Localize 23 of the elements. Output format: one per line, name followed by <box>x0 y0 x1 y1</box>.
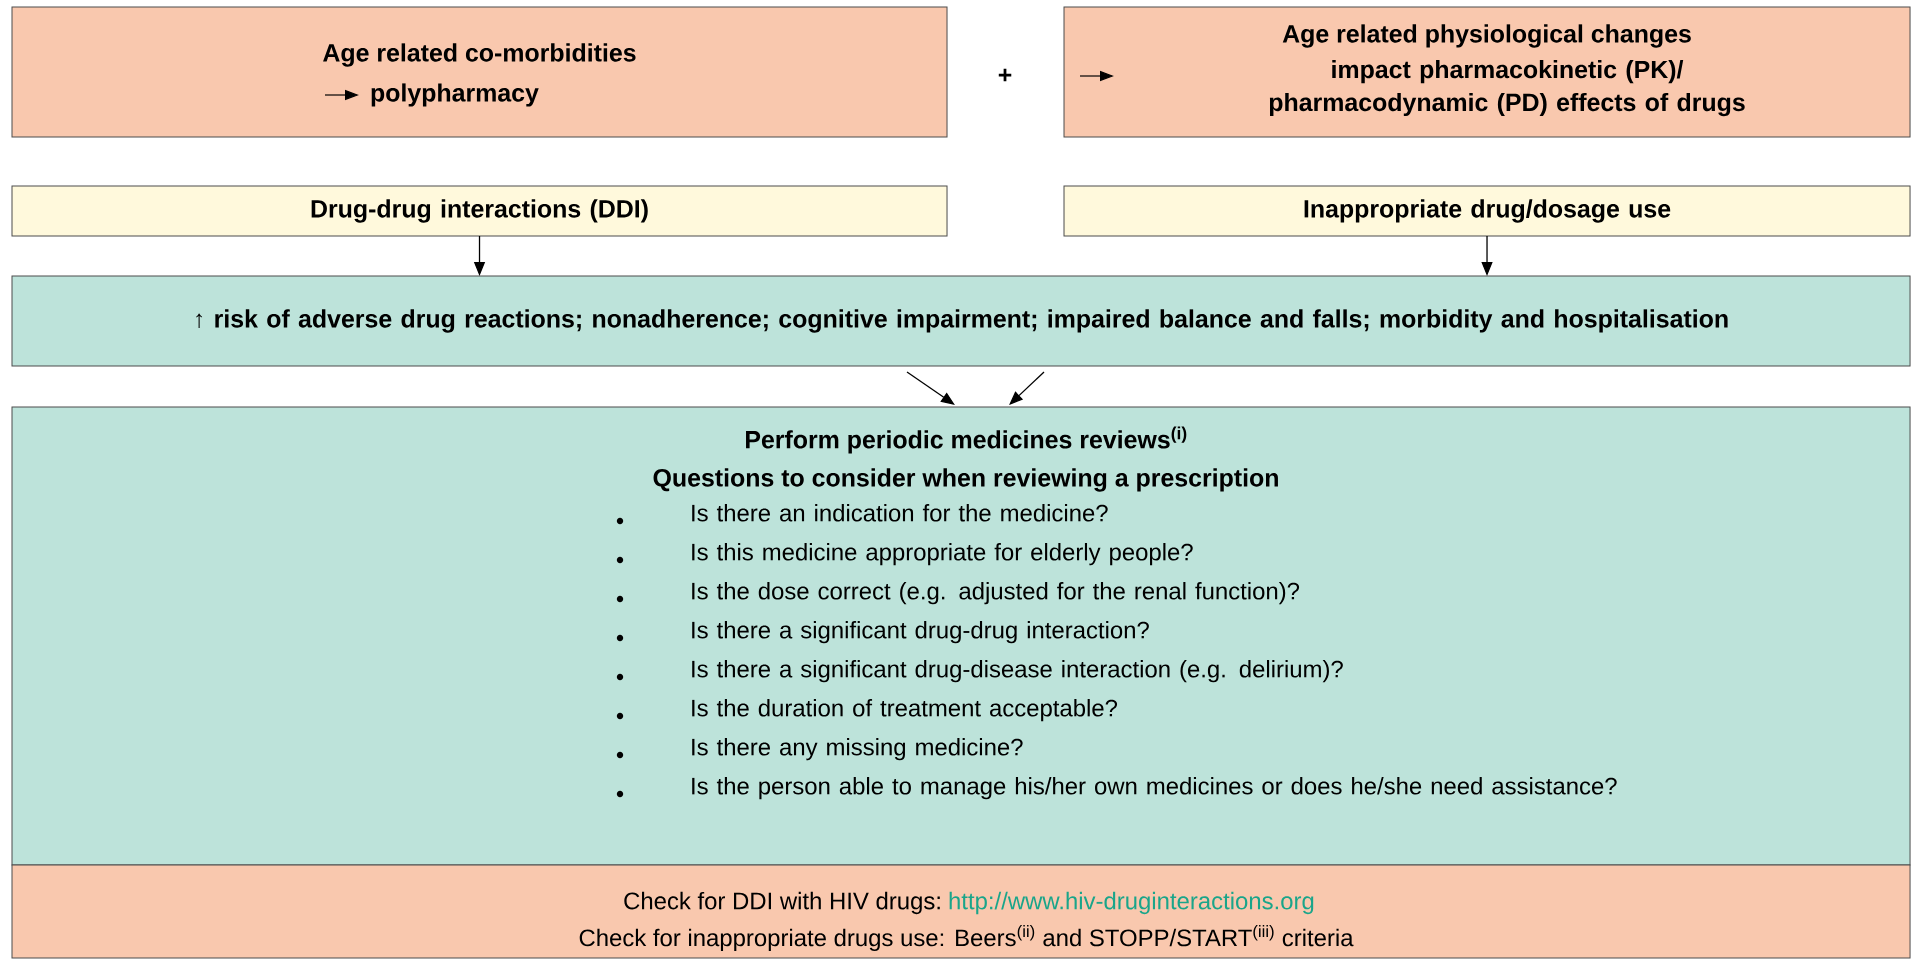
node-label: http://www.hiv-druginteractions.org <box>949 891 1314 915</box>
node-label: Is there any missing medicine? <box>692 738 1023 761</box>
node-label: Questions to consider when reviewing a prescription <box>653 468 1278 492</box>
node-label: Is there an indication for the medicine? <box>692 504 1108 522</box>
node-label: Is the dose correct (e.g. adjusted for the renal function)? <box>692 582 1300 605</box>
arrow <box>906 371 955 405</box>
node-label: Is there a significant drug-drug interaction? <box>692 621 1149 644</box>
node-label: Inappropriate drug/dosage use <box>1304 199 1671 223</box>
node-label: Is this medicine appropriate for elderly people? <box>692 543 1193 566</box>
node-label: Age related physiological changes <box>1282 24 1691 48</box>
node-label: Is there a significant drug-disease interaction (e.g. delirium)? <box>692 660 1343 683</box>
node-label: ↑ risk of adverse drug reactions; nonadherence; cognitive impairment; impaired balance and falls; morbidity and hospitalisation <box>196 309 1728 333</box>
node-label: Check for DDI with HIV drugs: <box>624 891 940 915</box>
node-label: Drug-drug interactions (DDI) <box>311 199 648 223</box>
node-label: Check for inappropriate drugs use: Beers$^{(ii)}$ and STOPP/START$^{(iii)}$ criteria <box>579 924 1354 952</box>
node-label: Perform periodic medicines reviews$^{(i)}$ <box>746 426 1187 454</box>
node-label: Is the duration of treatment acceptable? <box>692 699 1118 722</box>
node-label: Age related co-morbidities <box>323 43 636 67</box>
node-label: Is the person able to manage his/her own medicines or does he/she need assistance? <box>692 777 1617 800</box>
node-label: impact pharmacokinetic (PK)/ pharmacodynamic (PD) effects of drugs <box>1269 60 1745 117</box>
arrow <box>1009 371 1045 405</box>
node-label: polypharmacy <box>371 83 539 107</box>
plus-sign: + <box>998 68 1012 82</box>
